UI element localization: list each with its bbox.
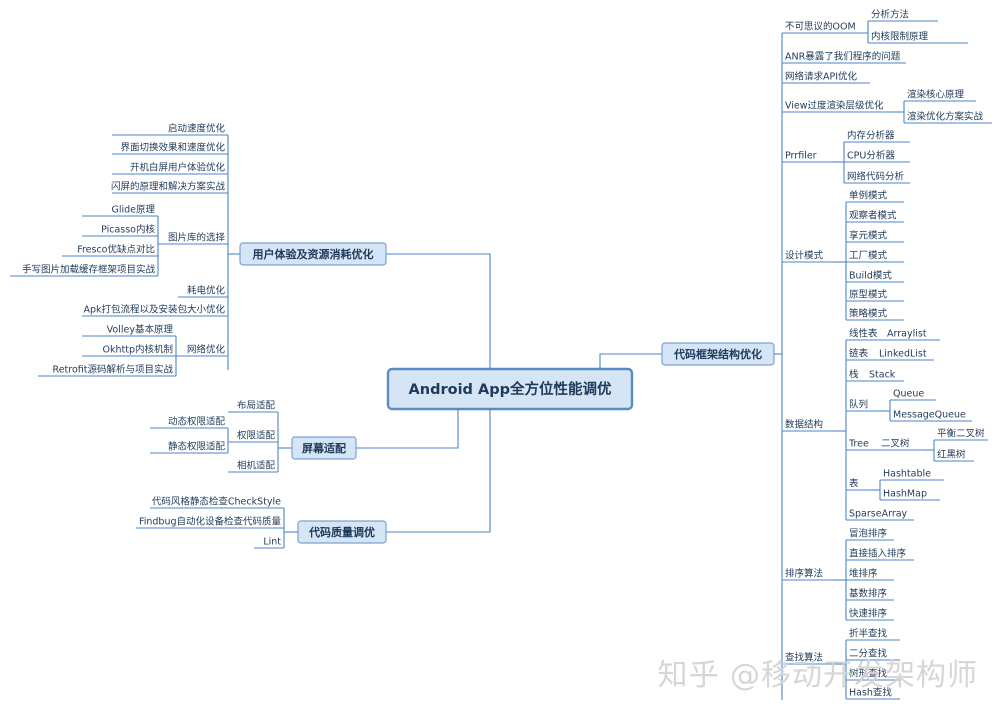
link-center-ux xyxy=(386,253,491,370)
design-child-1: 观察者模式 xyxy=(849,210,897,222)
design-child-0: 单例模式 xyxy=(849,190,888,202)
quality-branch-title: 代码质量调优 xyxy=(308,525,375,539)
profiler-child-1: CPU分析器 xyxy=(847,150,895,162)
design-child-5: 原型模式 xyxy=(849,289,888,301)
link-center-quality xyxy=(386,408,491,533)
screen-perm-child-0: 动态权限适配 xyxy=(168,416,226,428)
quality-item-2: Lint xyxy=(263,537,281,548)
search-child-2: 树形查找 xyxy=(849,668,888,680)
ux-item-2: 开机白屏用户体验优化 xyxy=(130,162,226,174)
ds-stack: 栈 xyxy=(849,369,859,381)
ds-tree-mid: 二叉树 xyxy=(881,438,910,450)
view-label: View过度渲染层级优化 xyxy=(785,100,884,112)
view-child-1: 渲染优化方案实战 xyxy=(907,111,984,123)
ux-image-child-2: Fresco优缺点对比 xyxy=(77,244,155,256)
ux-image-child-3: 手写图片加载缓存框架项目实战 xyxy=(22,264,156,276)
search-label: 查找算法 xyxy=(785,652,823,664)
anr-label: ANR暴露了我们程序的问题 xyxy=(785,51,901,63)
ds-linear-child: Arraylist xyxy=(887,329,927,340)
sort-label: 排序算法 xyxy=(785,568,823,580)
net-label: 网络请求API优化 xyxy=(785,71,858,83)
sort-child-1: 直接插入排序 xyxy=(849,548,907,560)
ux-image-child-1: Picasso内核 xyxy=(101,224,155,236)
profiler-child-2: 网络代码分析 xyxy=(847,171,905,183)
ux-image-child-0: Glide原理 xyxy=(111,205,155,216)
ds-tree: Tree xyxy=(848,439,869,450)
ux-branch-title: 用户体验及资源消耗优化 xyxy=(253,247,374,261)
view-child-0: 渲染核心原理 xyxy=(907,89,965,101)
screen-camera: 相机适配 xyxy=(237,460,276,472)
sort-child-4: 快速排序 xyxy=(849,608,888,620)
ds-stack-child: Stack xyxy=(869,370,896,381)
watermark: 知乎 @移动开发架构师 xyxy=(657,658,978,693)
search-child-1: 二分查找 xyxy=(849,648,888,660)
ds-table: 表 xyxy=(849,478,859,490)
quality-item-1: Findbug自动化设备检查代码质量 xyxy=(139,516,282,528)
ds-queue: 队列 xyxy=(849,399,868,411)
design-child-6: 策略模式 xyxy=(849,308,888,320)
center-node-box xyxy=(386,367,634,411)
sort-child-0: 冒泡排序 xyxy=(849,528,888,540)
center-node: Android App全方位性能调优 xyxy=(409,380,612,398)
ux-item-1: 界面切换效果和速度优化 xyxy=(120,142,225,154)
ds-queue-child-1: MessageQueue xyxy=(893,410,966,421)
ds-queue-child-0: Queue xyxy=(893,389,924,400)
ux-network-child-2: Retrofit源码解析与项目实战 xyxy=(53,364,174,376)
ds-tree-child-1: 红黑树 xyxy=(937,449,966,461)
ds-table-child-1: HashMap xyxy=(883,489,927,500)
ux-network-child-1: Okhttp内核机制 xyxy=(103,344,173,356)
ds-tree-child-0: 平衡二叉树 xyxy=(937,428,985,440)
oom-child-0: 分析方法 xyxy=(871,9,909,21)
sort-child-2: 堆排序 xyxy=(849,568,878,580)
design-child-2: 享元模式 xyxy=(849,230,888,242)
ux-power: 耗电优化 xyxy=(187,285,226,297)
oom-label: 不可思议的OOM xyxy=(785,21,856,33)
ux-network-label: 网络优化 xyxy=(187,344,226,356)
ux-item-3: 闪屏的原理和解决方案实战 xyxy=(111,181,226,193)
ds-label: 数据结构 xyxy=(785,419,823,431)
design-child-3: 工厂模式 xyxy=(849,250,888,262)
profiler-label: Prrfiler xyxy=(785,151,817,162)
ds-linked-child: LinkedList xyxy=(879,349,927,360)
sort-child-3: 基数排序 xyxy=(849,588,888,600)
search-child-0: 折半查找 xyxy=(849,628,888,640)
oom-child-1: 内核限制原理 xyxy=(871,31,929,43)
quality-item-0: 代码风格静态检查CheckStyle xyxy=(152,496,281,508)
ux-apk: Apk打包流程以及安装包大小优化 xyxy=(83,304,225,316)
design-child-4: Build模式 xyxy=(849,270,892,282)
ux-item-0: 启动速度优化 xyxy=(168,123,226,135)
ds-table-child-0: Hashtable xyxy=(883,469,931,480)
screen-layout: 布局适配 xyxy=(237,400,276,412)
ds-linked: 链表 xyxy=(849,348,869,360)
screen-perm-label: 权限适配 xyxy=(237,430,276,442)
screen-perm-child-1: 静态权限适配 xyxy=(168,441,226,453)
search-child-3: Hash查找 xyxy=(849,687,892,699)
ds-sparse: SparseArray xyxy=(849,509,908,520)
framework-branch-title: 代码框架结构优化 xyxy=(673,347,762,361)
screen-branch-title: 屏幕适配 xyxy=(302,441,346,455)
ds-linear: 线性表 xyxy=(849,328,878,340)
profiler-child-0: 内存分析器 xyxy=(847,130,895,142)
ux-image-label: 图片库的选择 xyxy=(168,232,226,244)
design-label: 设计模式 xyxy=(785,250,824,262)
ux-network-child-0: Volley基本原理 xyxy=(107,324,174,336)
